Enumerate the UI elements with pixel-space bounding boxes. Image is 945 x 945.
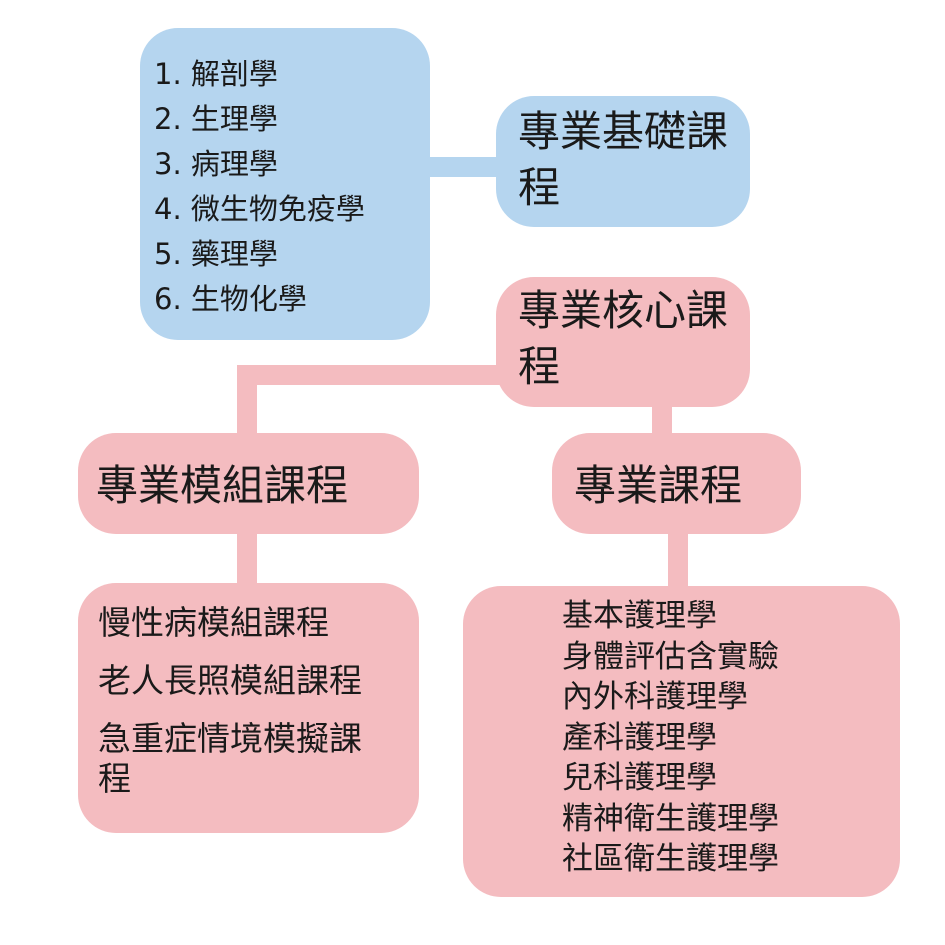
list-item: 老人長照模組課程 [98, 661, 362, 700]
major-course-list: 基本護理學 身體評估含實驗 內外科護理學 產科護理學 兒科護理學 精神衛生護理學… [463, 586, 900, 897]
connector-core-to-module [237, 365, 257, 437]
list-item: 4. 微生物免疫學 [154, 192, 365, 226]
list-item: 6. 生物化學 [154, 282, 307, 316]
list-item: 兒科護理學 [562, 760, 717, 796]
connector-major-to-list [668, 530, 688, 590]
list-item: 社區衛生護理學 [562, 841, 779, 877]
core-course-title: 專業核心課程 [496, 277, 750, 407]
list-item: 身體評估含實驗 [562, 638, 779, 675]
basic-course-title: 專業基礎課程 [496, 96, 750, 227]
list-item: 5. 藥理學 [154, 237, 278, 271]
list-item: 2. 生理學 [154, 102, 278, 136]
list-item: 產科護理學 [562, 719, 717, 756]
list-item: 內外科護理學 [562, 679, 748, 715]
module-course-list: 慢性病模組課程 老人長照模組課程 急重症情境模擬課程 [78, 583, 419, 833]
list-item: 基本護理學 [562, 598, 717, 634]
list-item: 慢性病模組課程 [98, 603, 329, 642]
connector-core-horizontal [237, 365, 501, 385]
connector-core-to-major [652, 403, 672, 437]
list-item: 精神衛生護理學 [562, 800, 779, 837]
basic-course-list: 1. 解剖學 2. 生理學 3. 病理學 4. 微生物免疫學 5. 藥理學 6.… [140, 28, 430, 340]
major-course-title: 專業課程 [552, 433, 801, 534]
connector-module-to-list [237, 530, 257, 588]
list-item: 3. 病理學 [154, 147, 278, 181]
module-course-title: 專業模組課程 [78, 433, 419, 534]
connector-basic-list-to-title [425, 157, 501, 177]
list-item: 急重症情境模擬課程 [98, 719, 362, 798]
list-item: 1. 解剖學 [154, 57, 278, 91]
